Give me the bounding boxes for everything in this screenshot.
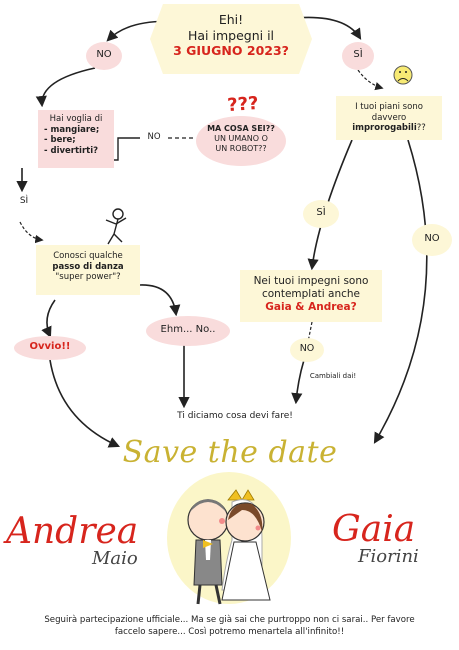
ti-diciamo-text: Ti diciamo cosa devi fare! bbox=[150, 411, 320, 425]
bride-first-name: Gaia bbox=[332, 509, 416, 550]
voglia-box: Hai voglia di - mangiare; - bere; - dive… bbox=[38, 110, 114, 168]
voglia-intro: Hai voglia di bbox=[49, 114, 103, 124]
cosa-sei-line3: UN ROBOT?? bbox=[215, 144, 267, 153]
si-left-text: SÌ bbox=[19, 196, 29, 206]
footer-line1: Seguirà partecipazione ufficiale... Ma s… bbox=[44, 615, 415, 625]
arrow-si-to-danza bbox=[19, 221, 44, 244]
arrow-piani-to-save bbox=[373, 139, 428, 444]
no-mid-label: NO bbox=[142, 132, 166, 144]
ovvio-bubble: Ovvio!! bbox=[14, 336, 86, 360]
couple-kiss-illustration bbox=[167, 472, 291, 605]
no-left-text: NO bbox=[96, 49, 112, 60]
cosa-sei-line2: UN UMANO O bbox=[214, 134, 268, 143]
ehm-no-text: Ehm... No.. bbox=[160, 324, 216, 335]
piani-line2: davvero bbox=[371, 112, 407, 123]
si-right-label: SÌ bbox=[342, 42, 374, 70]
voglia-item-mangiare: - mangiare; bbox=[44, 124, 100, 135]
cosa-sei-bubble: MA COSA SEI?? UN UMANO O UN ROBOT?? bbox=[196, 116, 286, 166]
ehm-no-bubble: Ehm... No.. bbox=[146, 316, 230, 346]
piani-suffix: ?? bbox=[416, 123, 426, 134]
top-question-text: Hai impegni il bbox=[187, 27, 275, 43]
arrow-no-to-voglia bbox=[35, 67, 96, 108]
impegni-line1: Nei tuoi impegni sono bbox=[253, 275, 369, 287]
groom-name: Andrea Maio bbox=[6, 514, 156, 580]
voglia-item-divertirti: - divertirti? bbox=[44, 145, 99, 156]
top-question-date: 3 GIUGNO 2023? bbox=[173, 43, 289, 59]
bride-last-name: Fiorini bbox=[358, 546, 419, 567]
danza-line3: "super power"? bbox=[55, 272, 121, 283]
si-mid-label: SÌ bbox=[303, 200, 339, 228]
arrow-danza-to-ovvio bbox=[41, 299, 56, 339]
piani-line3: improrogabili?? bbox=[336, 123, 442, 134]
piani-bold: improrogabili bbox=[352, 123, 417, 134]
si-left-label: SÌ bbox=[12, 196, 36, 210]
impegni-box: Nei tuoi impegni sono contemplati anche … bbox=[240, 270, 382, 322]
footer-note: Seguirà partecipazione ufficiale... Ma s… bbox=[4, 614, 455, 646]
si-mid-text: SÌ bbox=[316, 207, 326, 218]
arrow-si-to-piani bbox=[357, 69, 384, 91]
top-question-box: Ehi! Hai impegni il 3 GIUGNO 2023? bbox=[150, 4, 312, 74]
voglia-item-bere: - bere; bbox=[44, 135, 76, 146]
no-left-label: NO bbox=[86, 42, 122, 70]
ti-diciamo-label: Ti diciamo cosa devi fare! bbox=[177, 411, 293, 421]
cambiali-note: Cambiali dai! bbox=[300, 372, 366, 384]
danza-bold: passo di danza bbox=[52, 261, 124, 272]
impegni-names: Gaia & Andrea? bbox=[265, 301, 357, 314]
question-marks-text: ??? bbox=[226, 92, 260, 117]
danza-box: Conosci qualche passo di danza "super po… bbox=[36, 245, 140, 295]
cosa-sei-title: MA COSA SEI?? bbox=[207, 124, 275, 133]
footer-line2: faccelo sapere... Così potremo menartela… bbox=[114, 627, 345, 638]
no-mid-text: NO bbox=[147, 132, 161, 142]
arrow-no-to-cambiali bbox=[291, 359, 305, 405]
groom-first-name: Andrea bbox=[6, 511, 139, 552]
no-right-label: NO bbox=[412, 224, 452, 256]
no-bottom-label: NO bbox=[290, 338, 324, 362]
arrow-danza-to-ehm bbox=[139, 284, 181, 317]
stick-figure-icon bbox=[105, 208, 127, 245]
si-right-text: SÌ bbox=[353, 49, 363, 60]
top-question-greeting: Ehi! bbox=[218, 12, 244, 27]
piani-line1: I tuoi piani sono bbox=[355, 102, 423, 112]
bride-name: Gaia Fiorini bbox=[318, 512, 453, 578]
no-bottom-text: NO bbox=[299, 343, 315, 354]
question-marks: ??? bbox=[219, 92, 266, 117]
danza-line1: Conosci qualche bbox=[53, 251, 123, 261]
piani-box: I tuoi piani sono davvero improrogabili?… bbox=[336, 96, 442, 140]
arrow-ovvio-to-save bbox=[49, 359, 121, 448]
sad-face-icon bbox=[393, 65, 413, 85]
ovvio-text: Ovvio!! bbox=[29, 341, 71, 352]
cambiali-text: Cambiali dai! bbox=[309, 372, 357, 380]
no-right-text: NO bbox=[424, 233, 440, 244]
groom-last-name: Maio bbox=[92, 548, 138, 569]
step-line-voglia bbox=[112, 137, 140, 161]
save-the-date-title: Save the date bbox=[120, 434, 340, 478]
impegni-line2: contemplati anche bbox=[261, 288, 361, 301]
save-the-date-text: Save the date bbox=[122, 435, 338, 470]
